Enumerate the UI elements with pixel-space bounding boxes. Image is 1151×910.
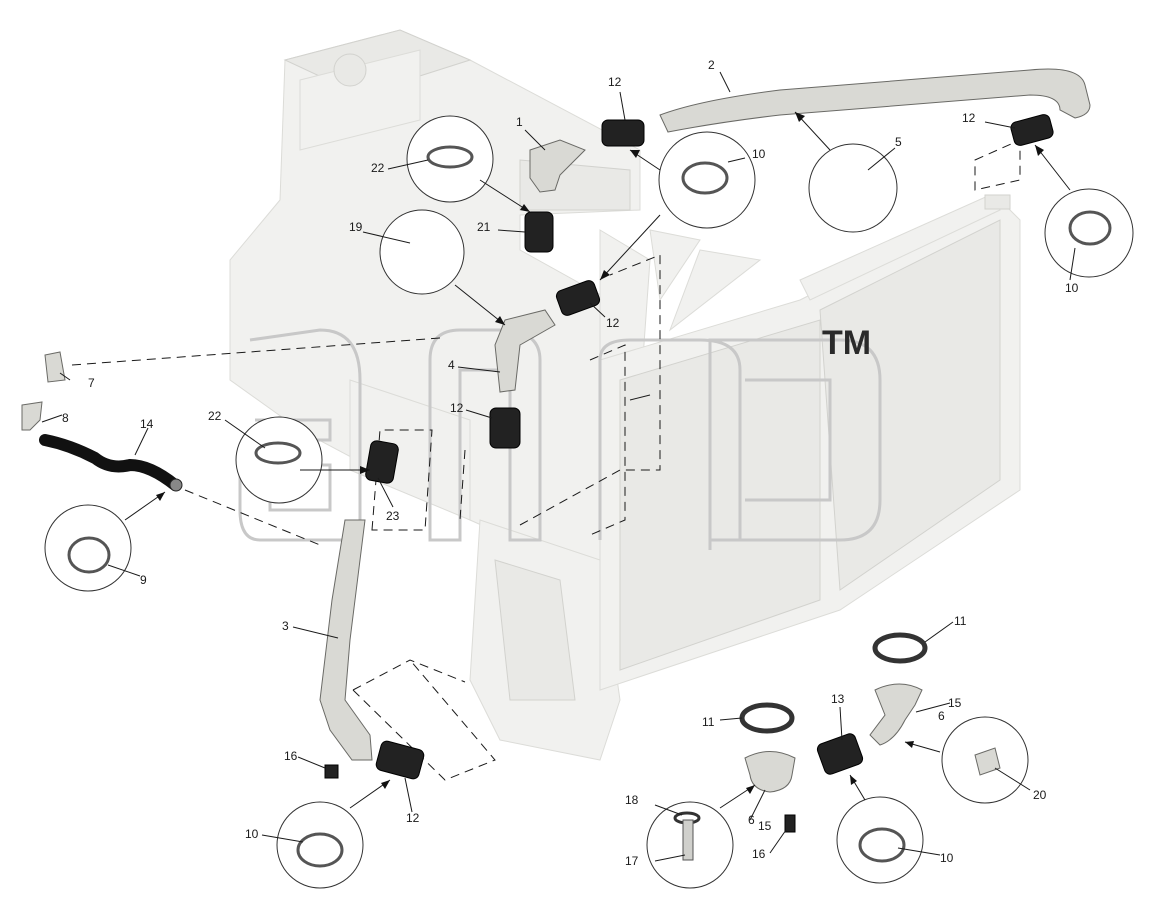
- trademark-symbol: TM: [822, 324, 871, 362]
- callout-14: 14: [140, 417, 154, 431]
- callout-17: 17: [625, 854, 639, 868]
- elbow-flange-6-right: [869, 683, 923, 746]
- callout-3: 3: [282, 619, 289, 633]
- callout-15-left: 15: [758, 819, 772, 833]
- callout-22-left: 22: [208, 409, 222, 423]
- sleeve-21: [524, 211, 554, 253]
- sleeve-12-bottom: [375, 740, 425, 780]
- elbow-pipe-1: [529, 139, 586, 193]
- upper-pipe-2: [659, 68, 1091, 133]
- callout-10-top: 10: [752, 147, 766, 161]
- hose-14: [39, 434, 181, 491]
- leader-lines: [41, 71, 1076, 862]
- callout-12-bottom: 12: [406, 811, 420, 825]
- sleeve-12-top: [601, 119, 645, 147]
- gasket-11-lower: [739, 702, 795, 734]
- callout-16-right: 16: [752, 847, 766, 861]
- drain-valve-16-left: [324, 764, 339, 779]
- callout-10-bottom: 10: [940, 851, 954, 865]
- sleeve-12-mid: [555, 280, 601, 316]
- callout-7: 7: [88, 376, 95, 390]
- callout-4: 4: [448, 358, 455, 372]
- detail-circles: [44, 115, 1134, 889]
- drain-valve-16-right: [784, 814, 796, 833]
- callout-18: 18: [625, 793, 639, 807]
- sleeve-23: [365, 440, 399, 484]
- callout-12-top: 12: [608, 75, 622, 89]
- lower-pipe-3: [319, 519, 373, 761]
- callout-12-mid: 12: [606, 316, 620, 330]
- callout-23: 23: [386, 509, 400, 523]
- callout-8: 8: [62, 411, 69, 425]
- callout-20: 20: [1033, 788, 1047, 802]
- callout-11-upper: 11: [954, 614, 967, 628]
- callout-6-left: 6: [748, 813, 755, 827]
- elbow-pipe-4: [494, 309, 556, 393]
- callout-11-lower: 11: [702, 715, 715, 729]
- callout-12-center: 12: [450, 401, 464, 415]
- callout-labels: 1 2 3 4 5 6 6 7 8 9 10 10 10 10 11 11 12…: [62, 58, 1079, 868]
- fitting-8: [21, 401, 43, 431]
- callout-16-left: 16: [284, 749, 298, 763]
- callout-6-right: 6: [938, 709, 945, 723]
- callout-2: 2: [708, 58, 715, 72]
- parts: [21, 68, 1091, 833]
- callout-5: 5: [895, 135, 902, 149]
- callout-12-right: 12: [962, 111, 976, 125]
- sleeve-12-right: [1010, 114, 1054, 146]
- callout-19: 19: [349, 220, 363, 234]
- fitting-7: [44, 351, 66, 383]
- callout-10-right: 10: [1065, 281, 1079, 295]
- callout-1: 1: [516, 115, 523, 129]
- callout-21: 21: [477, 220, 491, 234]
- callout-10-left: 10: [245, 827, 259, 841]
- plug-20: [974, 747, 1001, 776]
- callout-15-right: 15: [948, 696, 962, 710]
- radiator-ghost: [599, 194, 1021, 691]
- gasket-11-upper: [872, 632, 928, 664]
- callout-22-top: 22: [371, 161, 385, 175]
- sleeve-13: [816, 733, 864, 775]
- assembly-paths: [71, 139, 1021, 781]
- callout-13: 13: [831, 692, 845, 706]
- callout-9: 9: [140, 573, 147, 587]
- sleeve-12-center: [489, 407, 521, 449]
